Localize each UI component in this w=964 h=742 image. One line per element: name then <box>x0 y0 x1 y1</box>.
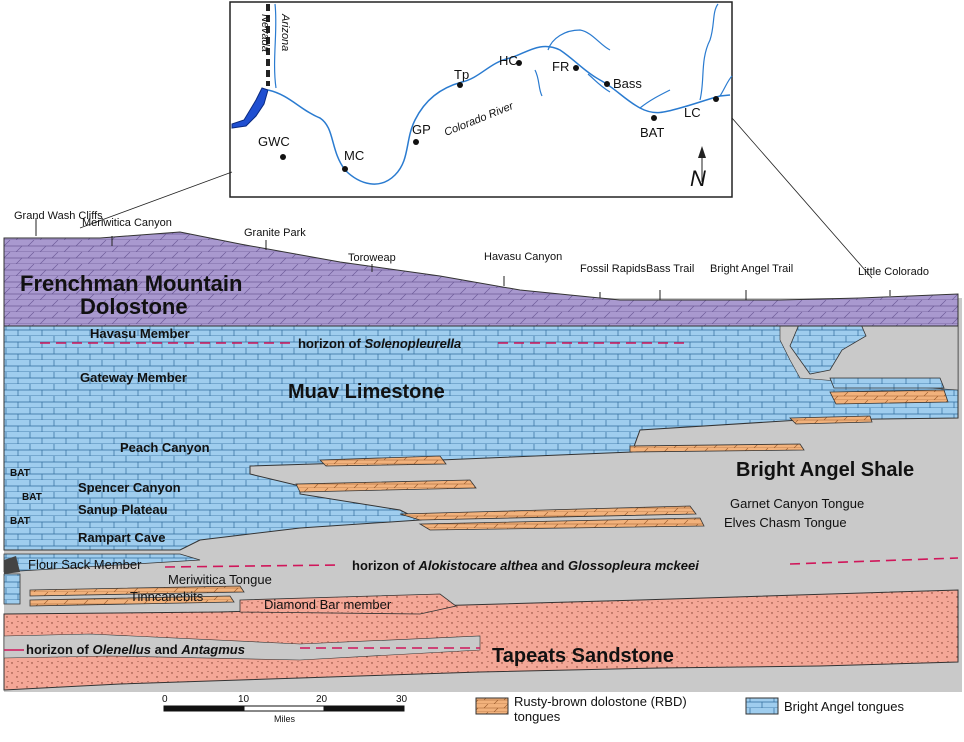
garnet-canyon-label: Garnet Canyon Tongue <box>730 496 864 511</box>
horizon-alokistocare-label: horizon of Alokistocare althea and Gloss… <box>352 558 699 573</box>
scale-unit: Miles <box>274 714 296 724</box>
bright-angel-label: Bright Angel Shale <box>736 459 914 481</box>
frenchman-label-1: Frenchman Mountain <box>20 271 242 296</box>
legend-rbd-label-1: Rusty-brown dolostone (RBD) <box>514 694 687 709</box>
scale-tick-20: 20 <box>316 694 328 705</box>
gateway-member-label: Gateway Member <box>80 370 187 385</box>
meriwitica-tongue-label: Meriwitica Tongue <box>168 572 272 587</box>
cross-section <box>3 218 962 692</box>
profile-site-labels: Grand Wash Cliffs Meriwitica Canyon Gran… <box>14 210 929 278</box>
legend-bat-swatch <box>745 697 779 715</box>
map-site-tp: Tp <box>454 67 469 82</box>
scale-tick-30: 30 <box>396 694 408 705</box>
site-grand-wash-cliffs: Grand Wash Cliffs <box>14 210 103 222</box>
map-site-hc: HC <box>499 53 518 68</box>
site-bass-trail: Bass Trail <box>646 263 694 275</box>
map-site-bat: BAT <box>640 125 664 140</box>
frenchman-label-2: Dolostone <box>80 294 188 319</box>
horizon-solenopleurella-label: horizon of Solenopleurella <box>298 336 461 351</box>
location-map: Nevada Arizona Colorado River GWC MC GP … <box>79 1 873 279</box>
horizon-olenellus-label: horizon of Olenellus and Antagmus <box>26 642 245 657</box>
diamond-bar-label: Diamond Bar member <box>264 597 392 612</box>
rampart-cave-label: Rampart Cave <box>78 530 165 545</box>
havasu-member-label: Havasu Member <box>90 326 190 341</box>
scale-tick-0: 0 <box>162 694 168 705</box>
north-arrow: N <box>690 146 706 191</box>
peach-canyon-label: Peach Canyon <box>120 440 210 455</box>
site-havasu-canyon: Havasu Canyon <box>484 251 562 263</box>
map-site-fr: FR <box>552 59 569 74</box>
map-site-lc: LC <box>684 105 701 120</box>
lake-mead <box>231 87 269 129</box>
colorado-river <box>267 45 731 185</box>
site-granite-park: Granite Park <box>244 227 306 239</box>
elves-chasm-label: Elves Chasm Tongue <box>724 515 847 530</box>
bat-label-3: BAT <box>10 516 30 527</box>
legend-rbd-swatch <box>475 697 509 715</box>
flour-sack-member-block <box>4 556 20 574</box>
site-little-colorado: Little Colorado <box>858 266 929 278</box>
legend: Rusty-brown dolostone (RBD) tongues Brig… <box>475 694 904 724</box>
map-sites: GWC MC GP Tp HC FR Bass BAT LC <box>258 53 719 172</box>
muav-label: Muav Limestone <box>288 381 445 403</box>
frenchman-mountain-dolostone <box>3 231 959 327</box>
north-label: N <box>690 166 706 191</box>
tinncanebits-label: Tinncanebits <box>130 589 204 604</box>
site-fossil-rapids: Fossil Rapids <box>580 263 647 275</box>
legend-bat-label: Bright Angel tongues <box>784 699 904 714</box>
spencer-canyon-label: Spencer Canyon <box>78 480 181 495</box>
flour-sack-label: Flour Sack Member <box>28 557 142 572</box>
map-site-gwc: GWC <box>258 134 290 149</box>
arizona-label: Arizona <box>279 13 291 51</box>
sanup-plateau-label: Sanup Plateau <box>78 502 168 517</box>
site-meriwitica-canyon: Meriwitica Canyon <box>82 217 172 229</box>
diamond-bar-tongue <box>239 593 457 615</box>
site-toroweap: Toroweap <box>348 252 396 264</box>
legend-rbd-label-2: tongues <box>514 709 561 724</box>
site-bright-angel-trail: Bright Angel Trail <box>710 263 793 275</box>
map-frame <box>229 1 733 198</box>
map-site-mc: MC <box>344 148 364 163</box>
scale-tick-10: 10 <box>238 694 250 705</box>
map-site-bass: Bass <box>613 76 642 91</box>
scale-bar: 0 10 20 30 Miles <box>162 694 408 724</box>
map-site-gp: GP <box>412 122 431 137</box>
bat-label-2: BAT <box>22 492 42 503</box>
tapeats-label: Tapeats Sandstone <box>492 645 674 667</box>
nevada-label: Nevada <box>259 14 271 52</box>
bat-label-1: BAT <box>10 468 30 479</box>
